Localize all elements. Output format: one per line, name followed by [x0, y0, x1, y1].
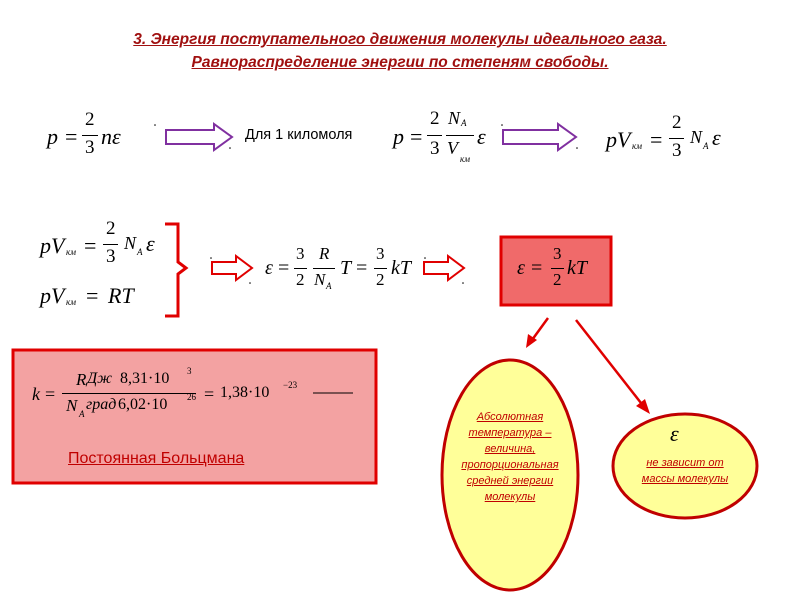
- eq-mean-energy: ε = 3 2 R N A T = 3 2 kT: [265, 244, 411, 291]
- arrow-right-1: [165, 122, 234, 152]
- eq-pressure: p = 2 3 nε: [47, 109, 121, 158]
- boltzmann-box: [11, 348, 378, 485]
- label-kilomol: Для 1 киломоля: [245, 127, 353, 143]
- arrow-head-right: [636, 399, 650, 414]
- result-formula: ε = 3 2 kT: [517, 244, 587, 289]
- oval-right: [611, 412, 759, 520]
- oval-left-text: Абсолютная температура – величина, пропо…: [442, 409, 578, 505]
- arrow-right-2: [502, 122, 578, 152]
- title-line-2: Равнораспределение энергии по степеням с…: [191, 54, 609, 71]
- oval-left-line: средней энергии: [466, 475, 554, 487]
- oval-right-line: массы молекулы: [641, 473, 729, 485]
- oval-left-line: температура –: [468, 427, 552, 439]
- oval-left: [440, 358, 580, 592]
- title-line-1: 3. Энергия поступательного движения моле…: [133, 31, 667, 48]
- arrow-right-3: [211, 254, 254, 282]
- oval-right-line: не зависит от: [646, 457, 724, 469]
- brace: [165, 222, 189, 318]
- eq-pressure-kilomol: p = 2 3 N A V км ε: [393, 108, 486, 164]
- arrow-right-4: [423, 254, 466, 282]
- eq-system-2: pV км = RT: [40, 283, 134, 308]
- oval-left-line: Абсолютная: [476, 411, 544, 423]
- oval-left-line: величина,: [484, 443, 536, 455]
- boltzmann-formula: k = R Дж N A град 8,31·10 3 6,02·10 26 =…: [32, 366, 298, 419]
- oval-left-line: пропорциональная: [461, 459, 559, 471]
- arrow-head-left: [526, 334, 537, 348]
- result-box: [499, 235, 613, 307]
- eq-system-1: pV км = 2 3 N A ε: [40, 218, 155, 267]
- arrow-line-left: [530, 317, 550, 341]
- oval-right-text: не зависит от массы молекулы: [618, 455, 752, 487]
- eq-pv-kilomol: pV км = 2 3 N A ε: [606, 112, 721, 161]
- oval-left-line: молекулы: [484, 491, 536, 503]
- arrow-line-right: [575, 319, 642, 404]
- oval-right-epsilon: ε: [670, 421, 679, 446]
- boltzmann-caption: Постоянная Больцмана: [68, 450, 245, 467]
